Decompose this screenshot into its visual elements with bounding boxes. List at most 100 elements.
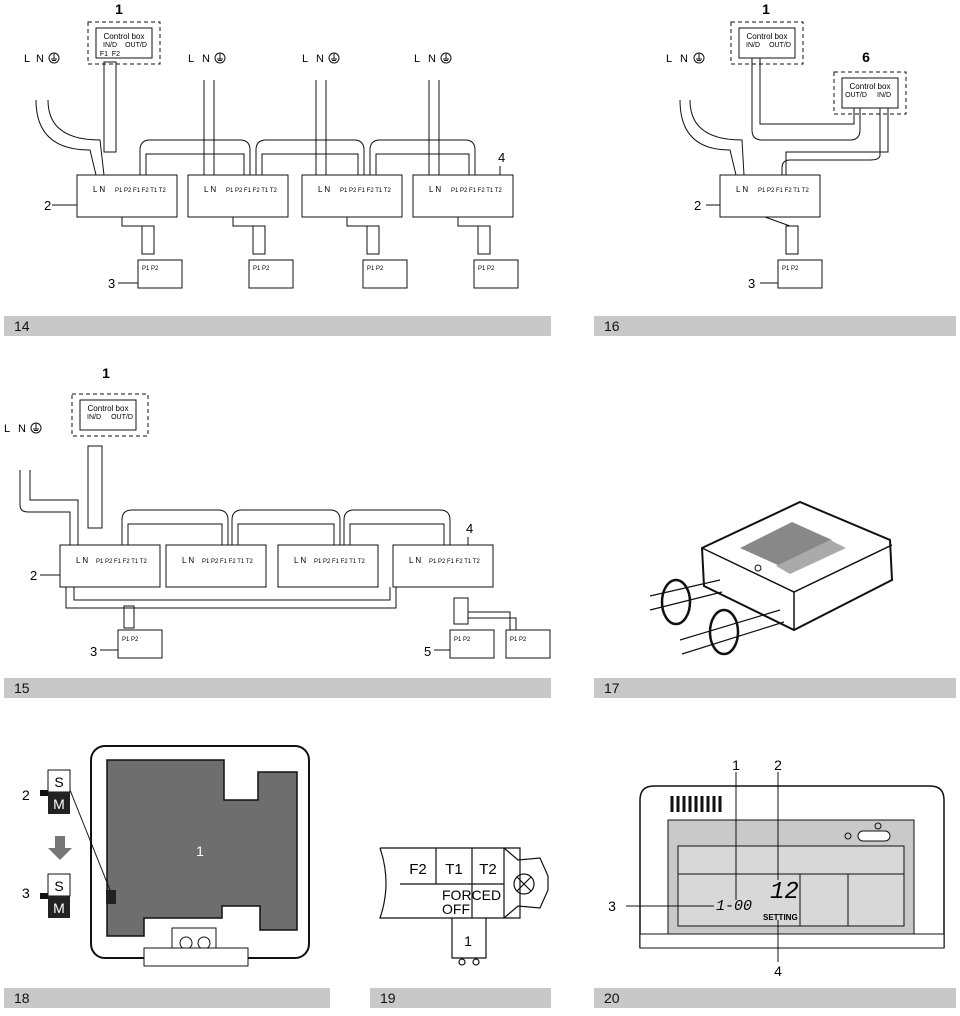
callout-2: 2	[44, 198, 51, 213]
ground-icon	[30, 422, 42, 434]
callout-1: 1	[196, 843, 204, 859]
terminal-ln: L N	[318, 185, 330, 194]
supply-n: N	[36, 53, 44, 65]
control-box-out-d: OUT/D	[125, 42, 147, 49]
terminal-t2: T2	[479, 861, 497, 878]
terminal-row: P1 P2 F1 F2 T1 T2	[202, 559, 253, 565]
remote-terminal: P1 P2	[454, 637, 471, 643]
terminal-row: P1 P2 F1 F2 T1 T2	[96, 559, 147, 565]
supply-l: L	[4, 423, 10, 435]
figure-number: 17	[604, 680, 620, 696]
figure-bar-19: 19	[370, 988, 551, 1008]
supply-l: L	[24, 53, 30, 65]
terminal-ln: L N	[93, 185, 105, 194]
terminal-row: P1 P2 F1 F2 T1 T2	[429, 559, 480, 565]
callout-2: 2	[22, 787, 30, 803]
figure-15-diagram	[19, 393, 551, 659]
ground-icon	[440, 52, 452, 64]
figure-number: 20	[604, 990, 620, 1006]
supply-l: L	[414, 53, 420, 65]
remote-terminal: P1 P2	[478, 266, 495, 272]
terminal-ln: L N	[182, 556, 194, 565]
figure-bar-18: 18	[4, 988, 330, 1008]
control-box-out-d: OUT/D	[111, 414, 133, 421]
figure-bar-20: 20	[594, 988, 956, 1008]
forced-label: FORCED	[442, 887, 501, 903]
control-box-in-d: IN/D	[87, 414, 101, 421]
control-box-title: Control box	[747, 32, 788, 41]
callout-1: 1	[762, 1, 770, 17]
terminal-row: P1 P2 F1 F2 T1 T2	[115, 188, 166, 194]
figure-number: 18	[14, 990, 30, 1006]
terminal-t1: T1	[445, 861, 463, 878]
figure-20-display	[626, 772, 945, 962]
remote-terminal: P1 P2	[142, 266, 159, 272]
control-box-in-d: IN/D	[746, 42, 760, 49]
terminal-ln: L N	[736, 185, 748, 194]
callout-4: 4	[498, 150, 505, 165]
supply-n: N	[316, 53, 324, 65]
terminal-row: P1 P2 F1 F2 T1 T2	[314, 559, 365, 565]
switch-m: M	[53, 796, 65, 812]
figure-bar-14: 14	[4, 316, 551, 336]
callout-1: 1	[102, 365, 110, 381]
terminal-ln: L N	[76, 556, 88, 565]
control-box-in-d: IN/D	[877, 92, 891, 99]
supply-n: N	[202, 53, 210, 65]
figure-number: 16	[604, 318, 620, 334]
ground-icon	[48, 52, 60, 64]
control-box-f2: F2	[112, 51, 120, 58]
terminal-row: P1 P2 F1 F2 T1 T2	[226, 188, 277, 194]
ground-icon	[328, 52, 340, 64]
callout-3: 3	[108, 276, 115, 291]
callout-3: 3	[22, 885, 30, 901]
remote-terminal: P1 P2	[122, 637, 139, 643]
figure-18-diagram	[40, 745, 310, 967]
control-box-out-d: OUT/D	[845, 92, 867, 99]
callout-3: 3	[90, 644, 97, 659]
switch-m: M	[53, 900, 65, 916]
figure-16-diagram	[679, 21, 907, 289]
callout-4: 4	[466, 521, 473, 536]
figure-17-remote-illustration	[649, 500, 894, 656]
supply-n: N	[18, 423, 26, 435]
supply-l: L	[666, 53, 672, 65]
figure-number: 14	[14, 318, 30, 334]
supply-n: N	[680, 53, 688, 65]
terminal-row: P1 P2 F1 F2 T1 T2	[340, 188, 391, 194]
ground-icon	[693, 52, 705, 64]
control-box-title: Control box	[104, 32, 145, 41]
callout-5: 5	[424, 644, 431, 659]
switch-s: S	[54, 774, 63, 790]
control-box-f1: F1	[100, 51, 108, 58]
supply-n: N	[428, 53, 436, 65]
callout-3: 3	[608, 898, 616, 914]
callout-3: 3	[748, 276, 755, 291]
terminal-ln: L N	[294, 556, 306, 565]
callout-1: 1	[464, 933, 472, 949]
switch-s: S	[54, 878, 63, 894]
figure-bar-15: 15	[4, 678, 551, 698]
callout-2: 2	[30, 568, 37, 583]
callout-6: 6	[862, 49, 870, 65]
terminal-f2: F2	[409, 861, 427, 878]
terminal-row: P1 P2 F1 F2 T1 T2	[758, 188, 809, 194]
display-code: 1-00	[716, 898, 752, 915]
callout-4: 4	[774, 963, 782, 979]
terminal-ln: L N	[429, 185, 441, 194]
remote-terminal: P1 P2	[782, 266, 799, 272]
control-box-in-d: IN/D	[103, 42, 117, 49]
control-box-title: Control box	[88, 404, 129, 413]
supply-l: L	[188, 53, 194, 65]
figure-19-diagram	[379, 847, 549, 966]
figure-number: 19	[380, 990, 396, 1006]
callout-2: 2	[774, 757, 782, 773]
terminal-ln: L N	[409, 556, 421, 565]
callout-1: 1	[732, 757, 740, 773]
terminal-ln: L N	[204, 185, 216, 194]
ground-icon	[214, 52, 226, 64]
setting-label: SETTING	[763, 913, 798, 922]
figure-bar-16: 16	[594, 316, 956, 336]
supply-l: L	[302, 53, 308, 65]
